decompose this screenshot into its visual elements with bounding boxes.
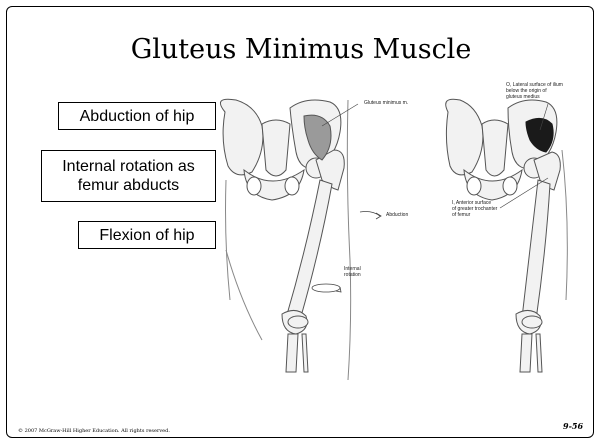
label-origin: O, Lateral surface of ilium below the or… xyxy=(506,82,563,100)
label-abduction: Abduction xyxy=(386,212,408,218)
label-internal-rotation: Internal rotation xyxy=(344,266,361,278)
copyright-footer: © 2007 McGraw-Hill Higher Education. All… xyxy=(18,428,170,434)
page-number: 9-56 xyxy=(563,421,583,431)
left-pelvis-figure xyxy=(220,99,381,380)
label-gluteus-minimus: Gluteus minimus m. xyxy=(364,100,408,106)
right-pelvis-figure xyxy=(446,99,568,372)
label-insertion: I, Anterior surface of greater trochante… xyxy=(452,200,497,218)
